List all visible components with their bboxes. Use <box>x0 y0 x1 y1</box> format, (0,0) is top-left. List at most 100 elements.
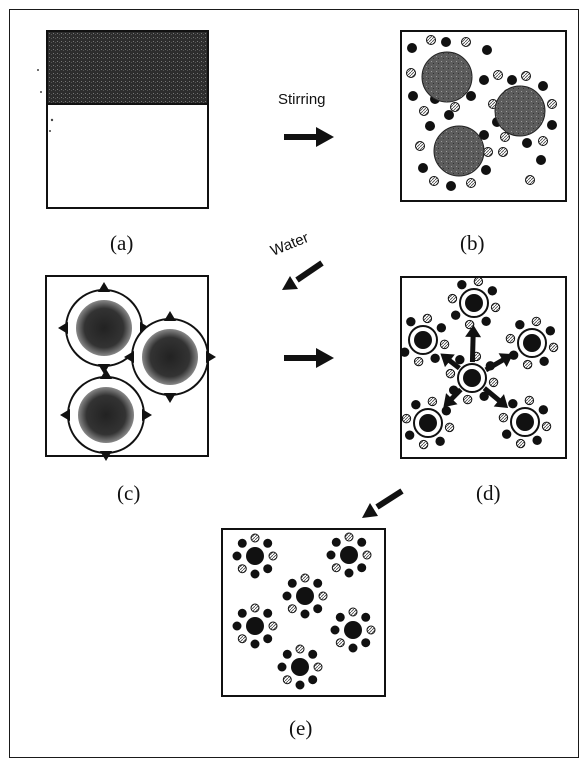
stabilizer-particle <box>408 91 418 101</box>
stabilizer-particle <box>498 147 508 157</box>
stabilizer-particle <box>536 155 546 165</box>
stabilizer-particle <box>466 91 476 101</box>
stabilizer-particle <box>335 638 345 648</box>
stabilizer-particle <box>461 37 471 47</box>
stabilizer-particle <box>522 138 532 148</box>
expansion-arrow <box>98 282 110 292</box>
stabilizer-particle <box>436 323 447 333</box>
stabilizer-particle <box>362 550 372 560</box>
stabilizer-particle <box>515 319 525 330</box>
stabilizer-particle <box>498 412 509 423</box>
stabilizer-particle <box>413 356 424 367</box>
oil-droplet <box>433 125 485 177</box>
stabilizer-particle <box>441 37 451 47</box>
stabilizer-particle <box>538 405 549 415</box>
stabilizer-particle <box>287 578 297 588</box>
stabilized-droplet <box>340 546 358 564</box>
stabilizer-particle <box>488 377 499 388</box>
oil-droplet <box>421 51 473 103</box>
stabilizer-particle <box>479 75 489 85</box>
stabilizer-particle <box>263 564 273 574</box>
stabilized-droplet <box>246 547 264 565</box>
stabilizer-particle <box>406 68 416 78</box>
dispersion-arrow <box>469 332 476 363</box>
stabilizer-particle <box>447 293 458 304</box>
stabilizer-particle <box>508 398 518 409</box>
stabilizer-particle <box>505 333 516 344</box>
expansion-arrow <box>164 393 176 403</box>
stabilized-droplet <box>344 621 362 639</box>
stabilizer-particle <box>415 141 425 151</box>
stabilizer-particle <box>399 347 410 357</box>
expansion-arrow <box>124 351 134 363</box>
arrow-right-icon <box>284 348 334 368</box>
oil-droplet <box>494 85 546 137</box>
dispersion-arrow-head <box>440 353 455 368</box>
stabilizer-particle <box>411 399 421 410</box>
stabilized-droplet <box>296 587 314 605</box>
stabilizer-particle <box>522 359 533 370</box>
stabilizer-particle <box>237 564 247 574</box>
stabilizer-particle <box>538 136 548 146</box>
stabilizer-particle <box>268 621 278 631</box>
stabilizer-particle <box>455 354 465 365</box>
stabilizer-particle <box>295 680 305 690</box>
expansion-arrow <box>100 369 112 379</box>
stabilizer-particle <box>547 120 557 130</box>
expansion-arrow <box>98 364 110 374</box>
panel-c: (c) <box>45 275 216 505</box>
stabilizer-particle <box>466 178 476 188</box>
stabilizer-particle <box>344 532 354 542</box>
figure-frame <box>9 9 579 758</box>
stabilizer-particle <box>545 326 556 336</box>
stabilizer-particle <box>282 591 292 601</box>
dispersion-arrow-head <box>465 324 482 338</box>
particle-cluster <box>406 35 557 191</box>
stabilizer-particle <box>444 110 454 120</box>
dispersed-droplet <box>516 413 534 431</box>
stabilizer-particle <box>473 276 484 287</box>
stabilizer-particle <box>361 638 371 648</box>
dispersion-arrow-head <box>493 394 509 408</box>
stabilizer-particle <box>500 132 510 142</box>
stabilizer-particle <box>331 563 341 573</box>
stabilizer-particle <box>404 430 415 440</box>
stabilizer-particle <box>357 537 367 547</box>
stabilizer-particle <box>450 310 461 320</box>
stabilizer-particle <box>507 75 517 85</box>
stabilizer-particle <box>483 147 493 157</box>
stabilizer-particle <box>308 675 318 685</box>
stabilizer-particle <box>263 608 273 618</box>
panel-e-label: (e) <box>289 716 312 740</box>
panel-d: (d) <box>399 276 567 505</box>
expansion-arrow <box>206 351 216 363</box>
stabilizer-particle <box>441 406 452 416</box>
stabilizer-particle <box>479 391 489 402</box>
stabilizer-particle <box>237 608 247 618</box>
stabilizer-particle <box>335 612 345 622</box>
stabilizer-particle <box>250 533 260 543</box>
dispersed-droplet <box>419 414 437 432</box>
stabilizer-particle <box>406 316 416 327</box>
stabilizer-particle <box>425 121 435 131</box>
stabilizer-particle <box>426 35 436 45</box>
dispersed-droplet <box>142 329 198 385</box>
stabilizer-particle <box>541 421 552 432</box>
expansion-arrow <box>60 409 70 421</box>
water-label: Water <box>268 229 311 260</box>
stabilizer-particle <box>422 313 433 324</box>
stabilizer-particle <box>547 99 557 109</box>
stabilizer-particle <box>282 675 292 685</box>
stabilizer-particle <box>457 279 467 290</box>
stabilizer-particle <box>450 102 460 112</box>
dispersion-arrow-head <box>498 353 513 368</box>
stabilizer-particle <box>308 649 318 659</box>
stabilizer-particle <box>493 70 503 80</box>
stabilizer-particle <box>429 176 439 186</box>
stabilizer-particle <box>268 551 278 561</box>
dispersed-droplet <box>414 331 432 349</box>
stabilizer-particle <box>300 573 310 583</box>
dispersed-droplet <box>76 300 132 356</box>
arrow-down-left-icon <box>362 488 404 518</box>
stabilizer-particle <box>263 634 273 644</box>
